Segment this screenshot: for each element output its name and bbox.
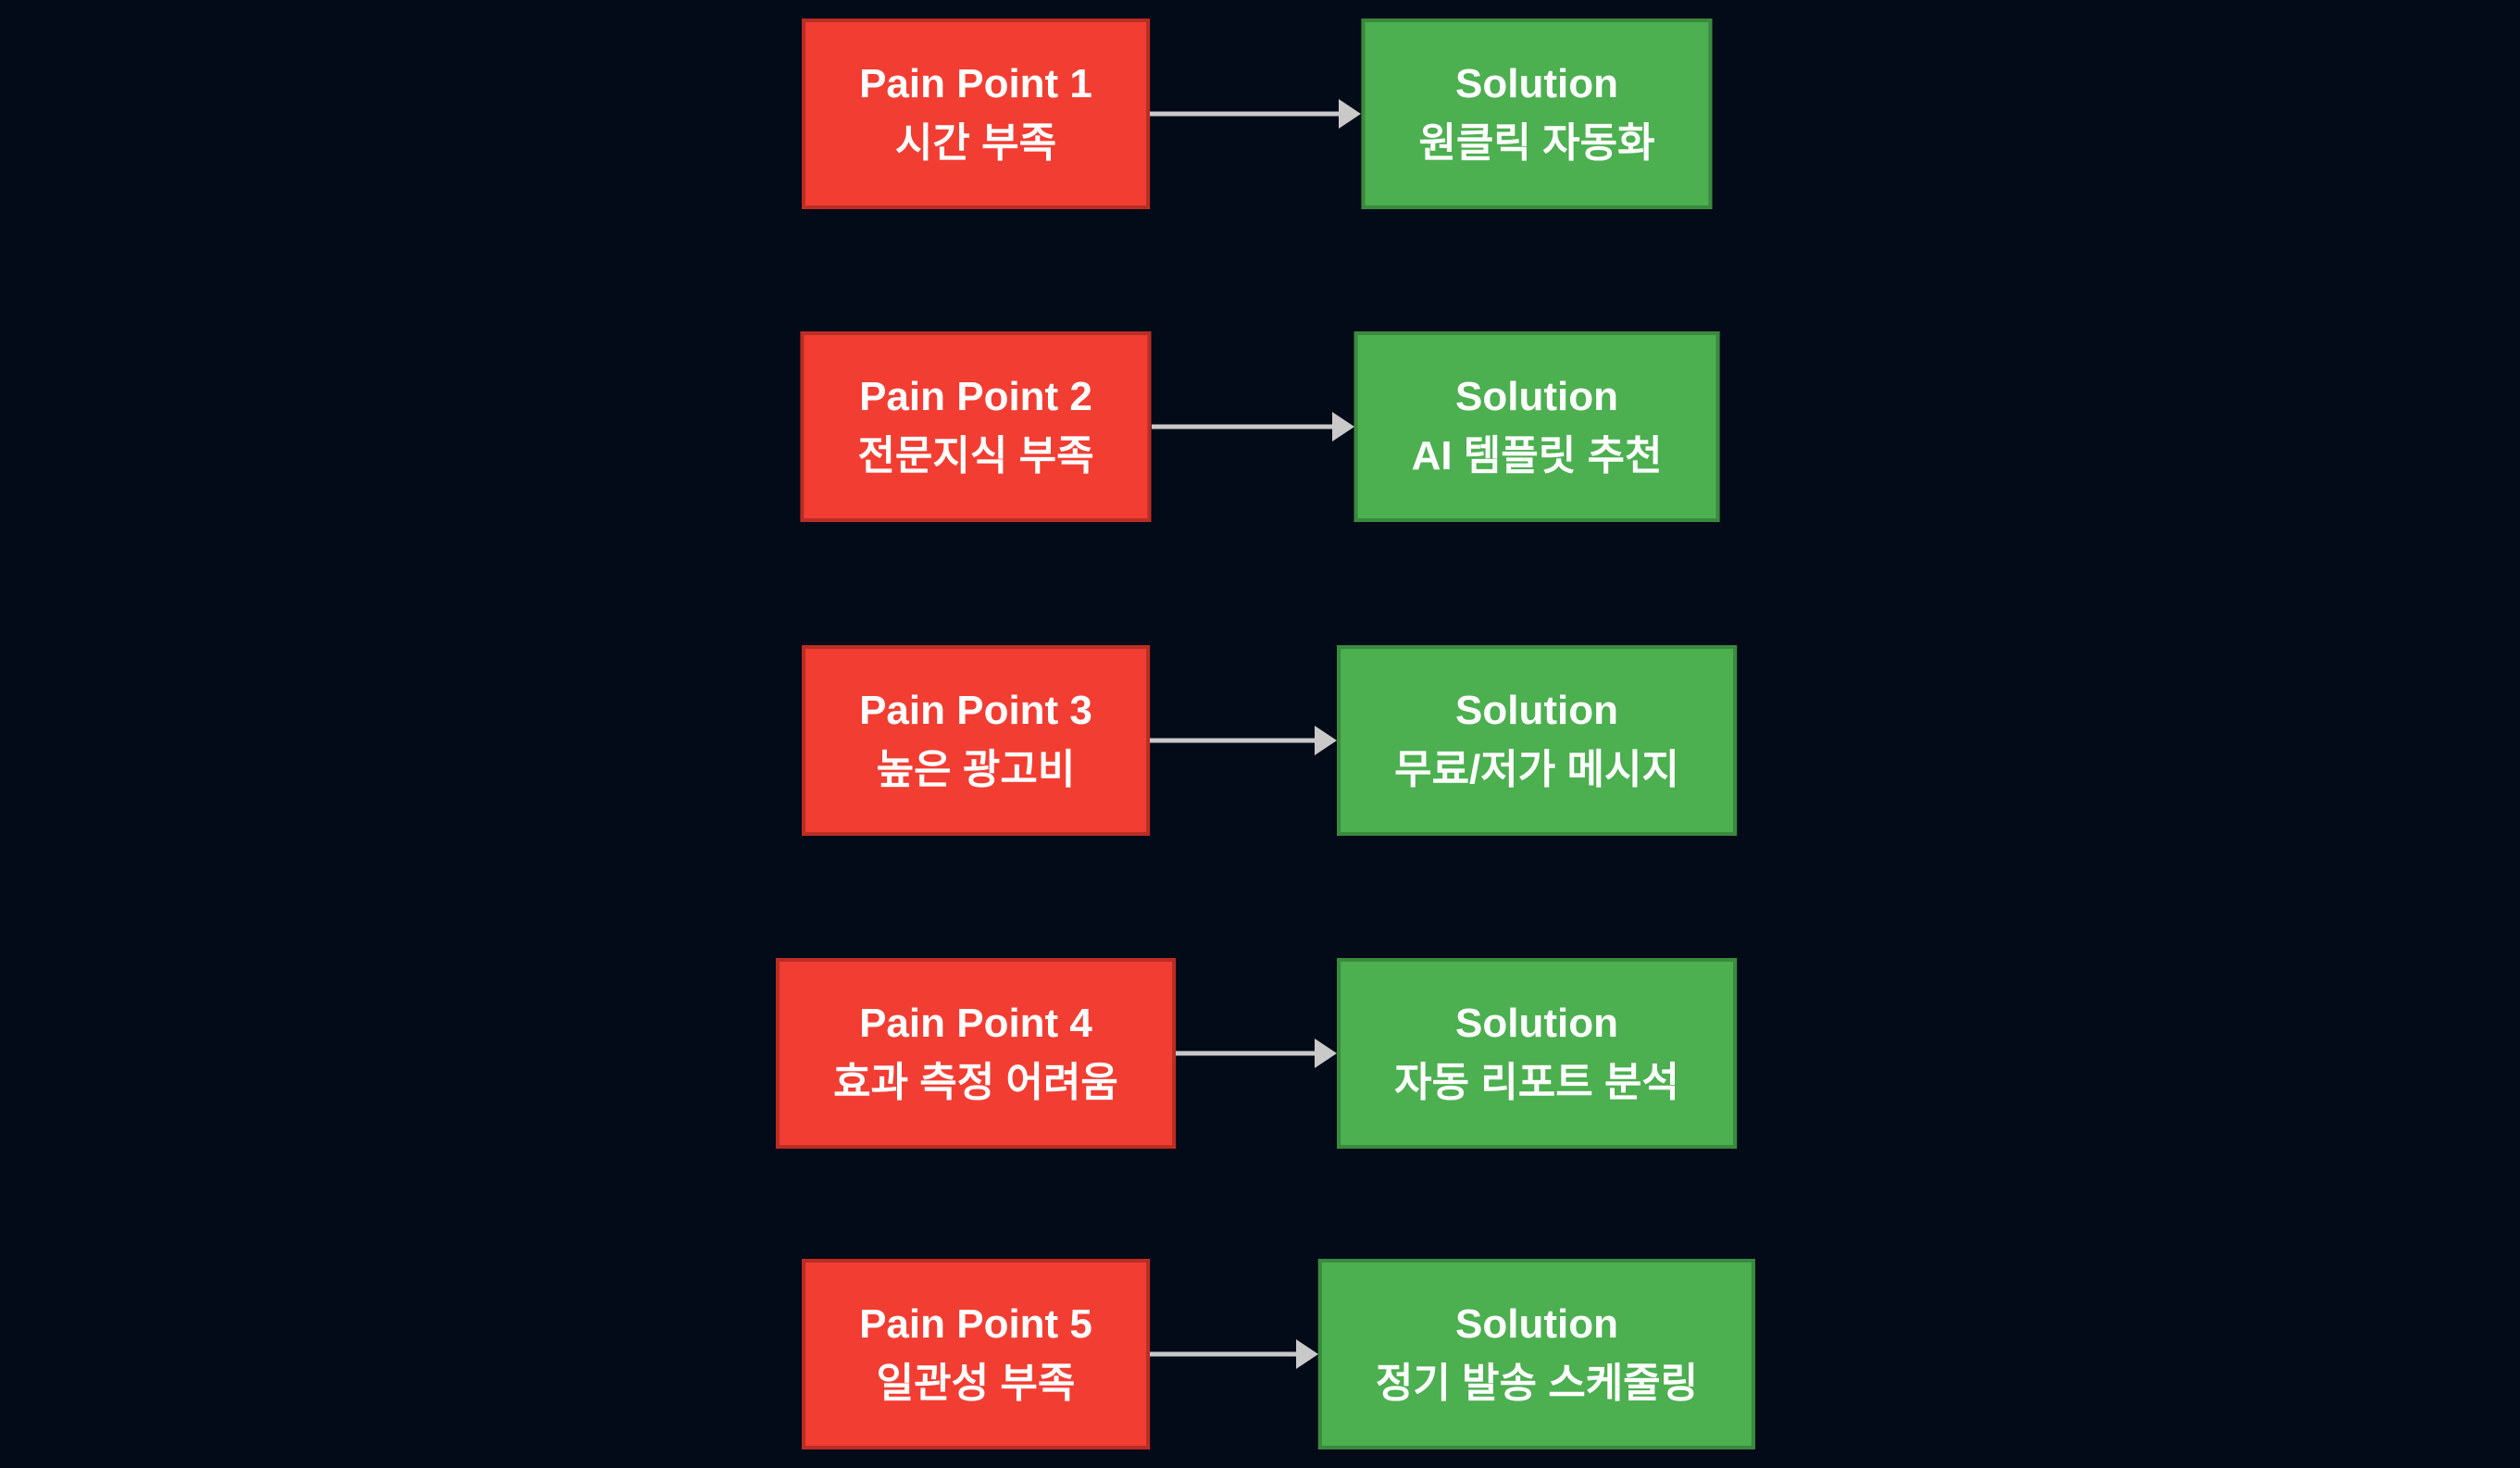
mapping-row: Pain Point 2 전문지식 부족 Solution AI 템플릿 추천 bbox=[0, 331, 2520, 522]
arrow-shaft bbox=[1175, 1051, 1319, 1056]
solution-subtitle: 무료/저가 메시지 bbox=[1394, 747, 1679, 792]
pain-point-title: Pain Point 5 bbox=[859, 1301, 1092, 1347]
arrow-shaft bbox=[1151, 424, 1336, 429]
pain-point-box: Pain Point 1 시간 부족 bbox=[802, 19, 1150, 209]
solution-box: Solution 정기 발송 스케줄링 bbox=[1317, 1259, 1756, 1449]
solution-title: Solution bbox=[1455, 61, 1618, 106]
arrow-shaft bbox=[1149, 738, 1319, 743]
solution-subtitle: 원클릭 자동화 bbox=[1418, 120, 1655, 166]
solution-box: Solution 자동 리포트 분석 bbox=[1337, 958, 1737, 1149]
pain-point-title: Pain Point 1 bbox=[859, 61, 1092, 106]
arrow-head bbox=[1339, 99, 1362, 129]
pain-point-title: Pain Point 4 bbox=[859, 1001, 1092, 1046]
arrow-shaft bbox=[1149, 111, 1343, 117]
solution-subtitle: AI 템플릿 추천 bbox=[1411, 433, 1663, 479]
arrow-head bbox=[1315, 726, 1338, 755]
arrow-head bbox=[1315, 1039, 1338, 1068]
pain-point-title: Pain Point 3 bbox=[859, 688, 1092, 733]
arrow-head bbox=[1331, 412, 1354, 442]
pain-point-box: Pain Point 2 전문지식 부족 bbox=[800, 331, 1152, 522]
pain-point-subtitle: 효과 측정 어려움 bbox=[833, 1060, 1118, 1105]
pain-point-subtitle: 일관성 부족 bbox=[876, 1361, 1076, 1406]
pain-point-box: Pain Point 5 일관성 부족 bbox=[802, 1259, 1150, 1449]
pain-point-subtitle: 전문지식 부족 bbox=[857, 433, 1094, 479]
pain-point-box: Pain Point 3 높은 광고비 bbox=[802, 645, 1150, 836]
arrow-right-icon bbox=[1149, 1339, 1318, 1369]
mapping-row: Pain Point 3 높은 광고비 Solution 무료/저가 메시지 bbox=[0, 645, 2520, 836]
solution-box: Solution 무료/저가 메시지 bbox=[1337, 645, 1737, 836]
arrow-shaft bbox=[1149, 1351, 1300, 1357]
mapping-row: Pain Point 1 시간 부족 Solution 원클릭 자동화 bbox=[0, 19, 2520, 209]
solution-subtitle: 자동 리포트 분석 bbox=[1394, 1060, 1679, 1105]
solution-title: Solution bbox=[1455, 1001, 1618, 1046]
arrow-right-icon bbox=[1175, 1039, 1338, 1068]
solution-box: Solution 원클릭 자동화 bbox=[1361, 19, 1713, 209]
solution-title: Solution bbox=[1455, 374, 1618, 419]
arrow-right-icon bbox=[1149, 99, 1362, 129]
solution-title: Solution bbox=[1455, 688, 1618, 733]
pain-point-subtitle: 시간 부족 bbox=[894, 120, 1057, 166]
mapping-row: Pain Point 4 효과 측정 어려움 Solution 자동 리포트 분… bbox=[0, 958, 2520, 1149]
solution-subtitle: 정기 발송 스케줄링 bbox=[1375, 1361, 1699, 1406]
pain-point-box: Pain Point 4 효과 측정 어려움 bbox=[776, 958, 1176, 1149]
arrow-right-icon bbox=[1149, 726, 1338, 755]
solution-box: Solution AI 템플릿 추천 bbox=[1354, 331, 1720, 522]
pain-point-subtitle: 높은 광고비 bbox=[876, 747, 1076, 792]
mapping-row: Pain Point 5 일관성 부족 Solution 정기 발송 스케줄링 bbox=[0, 1259, 2520, 1449]
pain-point-title: Pain Point 2 bbox=[859, 374, 1092, 419]
arrow-right-icon bbox=[1151, 412, 1354, 442]
arrow-head bbox=[1295, 1339, 1318, 1369]
solution-title: Solution bbox=[1455, 1301, 1618, 1347]
